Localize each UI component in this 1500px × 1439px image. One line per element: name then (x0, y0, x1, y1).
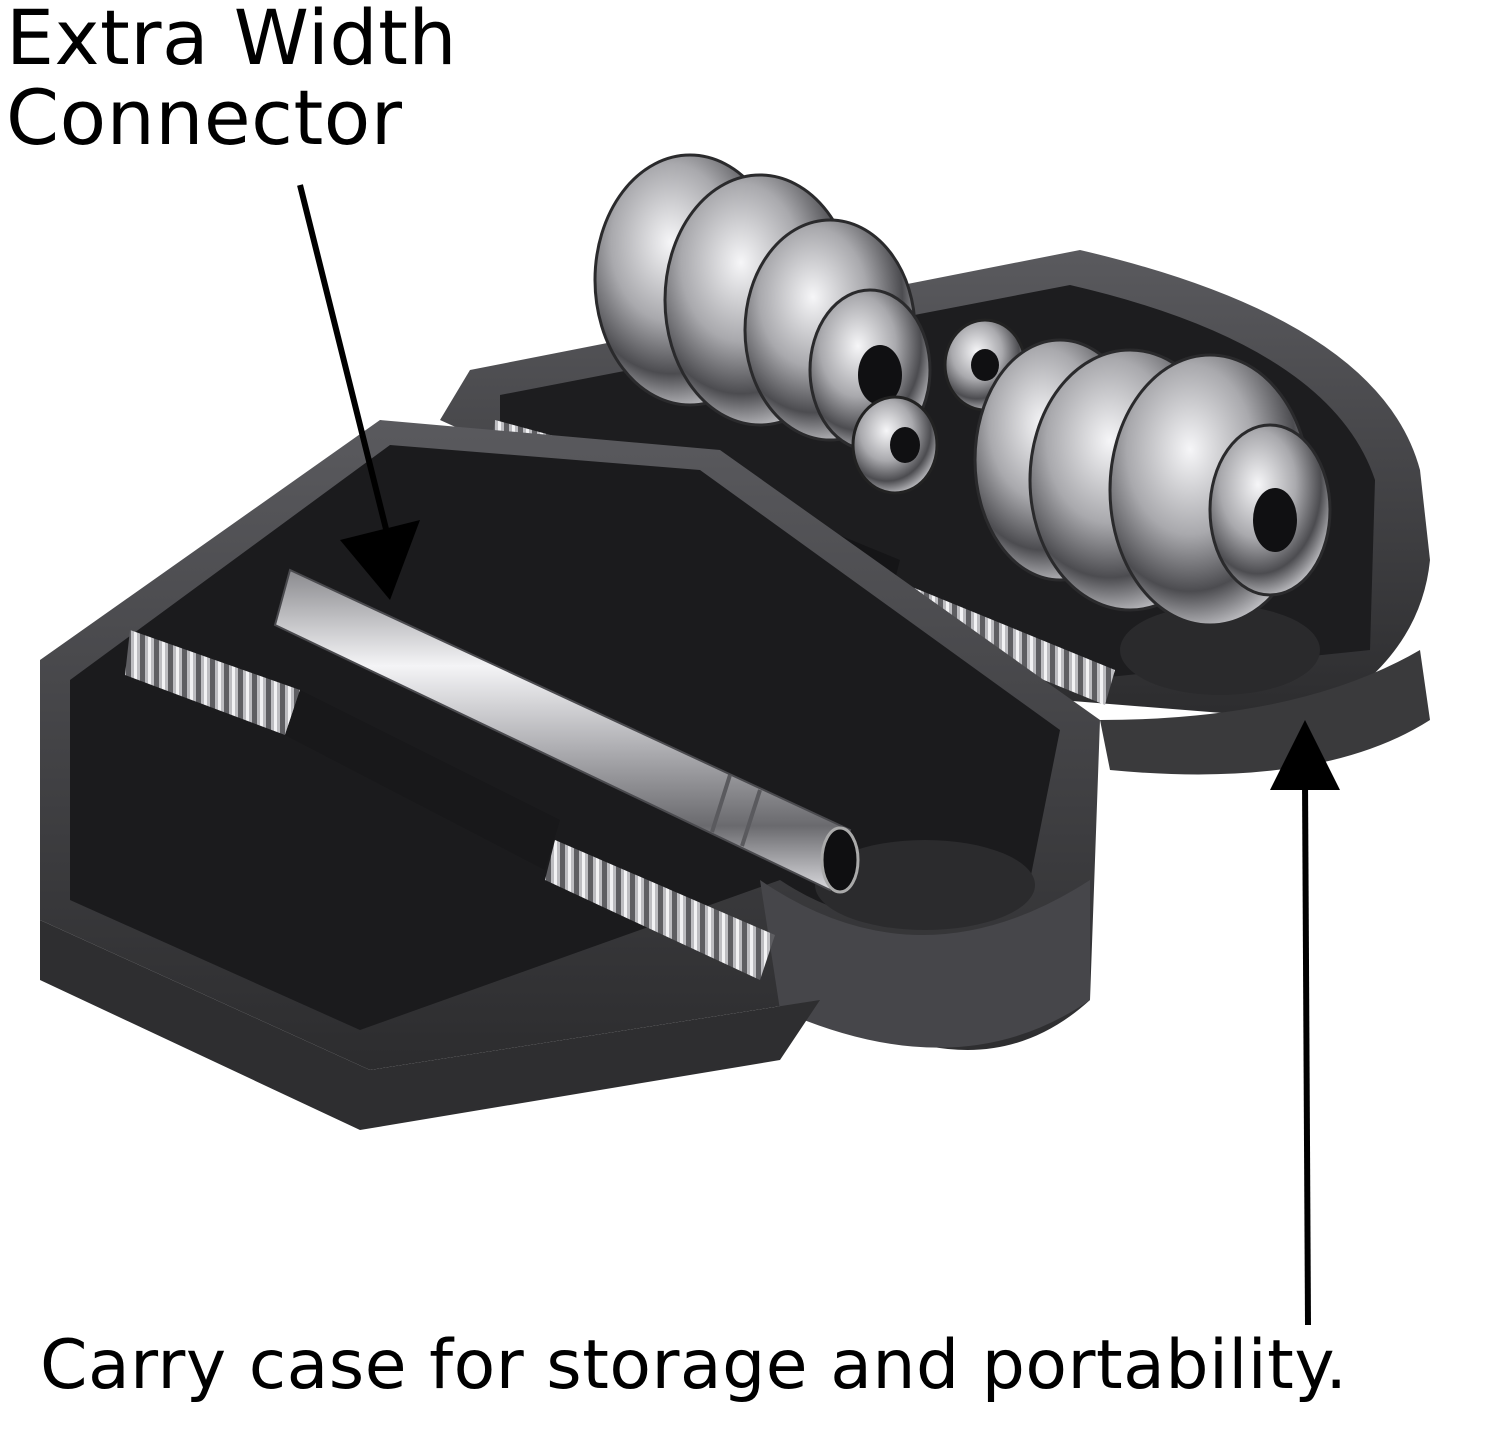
connector-callout-line1: Extra Width (6, 0, 458, 82)
case-callout: Carry case for storage and portability. (40, 1326, 1348, 1405)
connector-bar (273, 568, 860, 894)
spin-collars (851, 318, 1027, 495)
plate-stack-left (593, 153, 932, 452)
arrow-down-right-icon (297, 184, 420, 600)
connector-callout-line2: Connector (6, 72, 403, 162)
plate-stack-right (973, 338, 1332, 627)
front-handle (125, 630, 775, 980)
arrow-up-icon (1270, 720, 1340, 1326)
connector-callout: Extra Width Connector (6, 0, 457, 158)
